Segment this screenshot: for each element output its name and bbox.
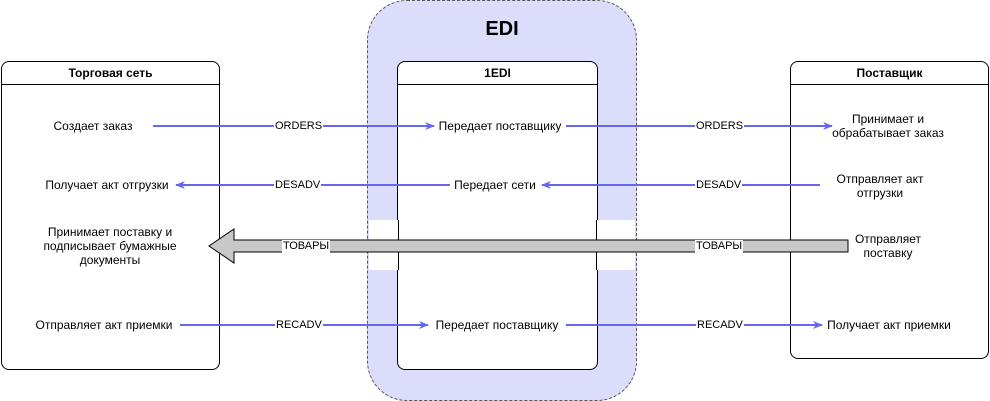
label-orders-1: ORDERS: [274, 120, 324, 133]
supplier-step-send-shipment-act-line2: отгрузки: [856, 186, 904, 200]
label-goods-2: ТОВАРЫ: [695, 240, 744, 253]
edi-step-pass-to-retail: Передает сети: [454, 178, 536, 192]
label-recadv-1: RECADV: [275, 319, 323, 332]
retail-step-send-receipt-act: Отправляет акт приемки: [35, 318, 173, 332]
supplier-step-send-shipment-act-line1: Отправляет акт: [836, 172, 924, 186]
retail-step-create-order: Создает заказ: [53, 119, 133, 133]
retail-step-accept-goods-line2: подписывает бумажные: [43, 239, 177, 253]
lane-supplier-title: Поставщик: [791, 62, 988, 85]
retail-step-accept-goods: Принимает поставку и подписывает бумажны…: [10, 225, 210, 267]
lane-supplier: Поставщик: [790, 61, 989, 359]
supplier-step-receive-receipt-act: Получает акт приемки: [827, 318, 951, 332]
label-orders-2: ORDERS: [695, 120, 745, 133]
label-desadv-1: DESADV: [274, 179, 322, 192]
lane-retail: Торговая сеть: [1, 61, 220, 370]
edi-step-pass-to-supplier-2: Передает поставщику: [435, 318, 559, 332]
lane-edi: 1EDI: [397, 61, 598, 370]
label-recadv-2: RECADV: [696, 319, 744, 332]
label-desadv-2: DESADV: [695, 179, 743, 192]
supplier-step-accept-order-line2: обрабатывает заказ: [832, 126, 944, 140]
edi-title: EDI: [485, 18, 519, 40]
retail-step-accept-goods-line1: Принимает поставку и: [47, 225, 173, 239]
lane-retail-title: Торговая сеть: [2, 62, 219, 85]
arrow-goods-supplier-to-retail: [208, 228, 849, 264]
supplier-step-send-goods: Отправляет поставку: [846, 232, 930, 260]
label-goods-1: ТОВАРЫ: [282, 240, 331, 253]
lane-edi-title: 1EDI: [398, 62, 597, 85]
supplier-step-send-goods-line1: Отправляет: [854, 232, 922, 246]
supplier-step-accept-order: Принимает и обрабатывает заказ: [828, 112, 948, 140]
supplier-step-accept-order-line1: Принимает и: [851, 112, 925, 126]
supplier-step-send-shipment-act: Отправляет акт отгрузки: [830, 172, 930, 200]
edi-step-pass-to-supplier-1: Передает поставщику: [438, 119, 562, 133]
retail-step-receive-shipment-act: Получает акт отгрузки: [45, 178, 169, 192]
retail-step-accept-goods-line3: документы: [79, 253, 141, 267]
supplier-step-send-goods-line2: поставку: [863, 246, 913, 260]
